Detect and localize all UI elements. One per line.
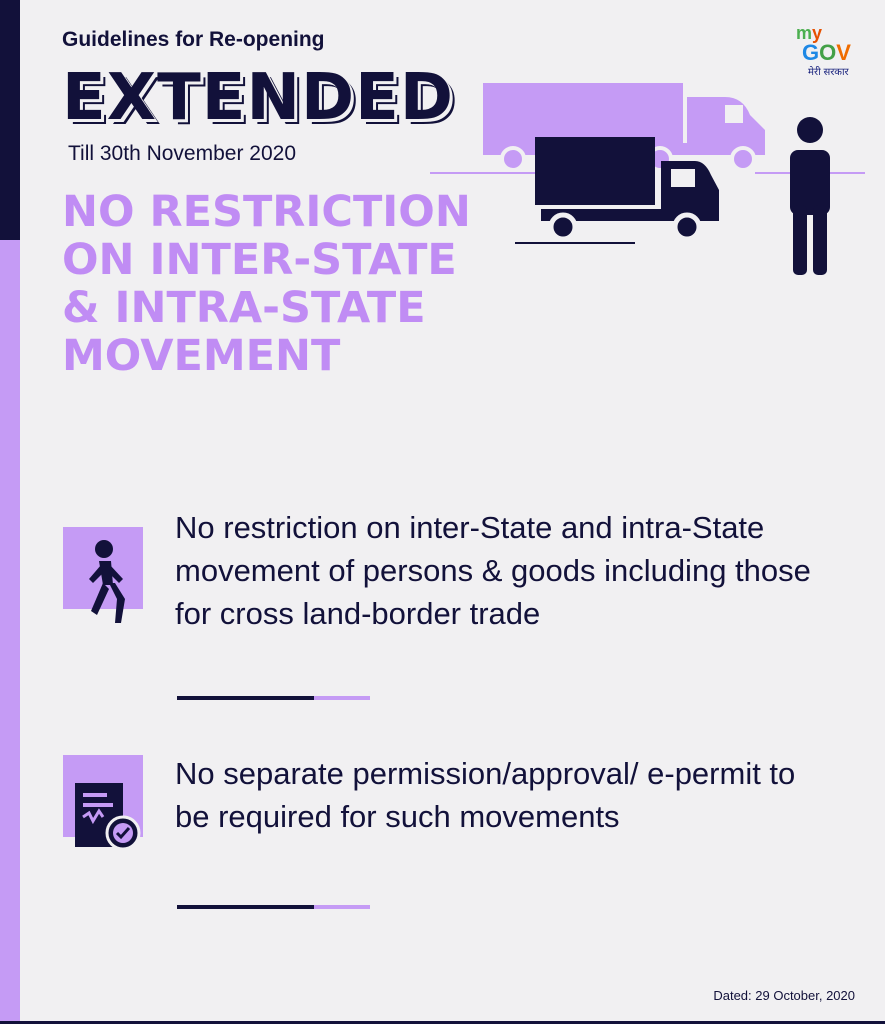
divider (177, 905, 370, 909)
side-bar-dark (0, 0, 20, 240)
front-truck-icon (515, 137, 719, 244)
logo-tagline: मेरी सरकार (808, 67, 849, 78)
headline: NO RESTRICTION ON INTER-STATE & INTRA-ST… (62, 188, 532, 380)
logo-letter: m (796, 23, 813, 43)
standing-person-icon (790, 117, 830, 275)
item-text: No separate permission/approval/ e-permi… (175, 756, 796, 834)
logo-letter: G (802, 40, 820, 65)
till-date: Till 30th November 2020 (68, 142, 297, 165)
dated-label: Dated: 29 October, 2020 (713, 988, 855, 1003)
headline-line: NO RESTRICTION (62, 187, 471, 237)
logo-letter: O (819, 40, 837, 65)
subtitle: Guidelines for Re-opening (62, 28, 325, 51)
headline-line: & INTRA-STATE (62, 283, 426, 333)
logo-letter: V (836, 40, 851, 65)
headline-line: MOVEMENT (62, 331, 341, 381)
side-bar-lavender (0, 240, 20, 1024)
divider (177, 696, 370, 700)
bottom-border (0, 1021, 885, 1024)
certificate-approved-icon (63, 755, 143, 851)
page-title: EXTENDED (62, 61, 454, 135)
logo-letter: y (812, 23, 823, 43)
trucks-person-illustration (430, 83, 865, 275)
item-text: No restriction on inter-State and intra-… (175, 510, 811, 631)
headline-line: ON INTER-STATE (62, 235, 457, 285)
mygov-logo: my GOV मेरी सरकार (796, 24, 868, 78)
walking-person-icon (63, 527, 143, 623)
